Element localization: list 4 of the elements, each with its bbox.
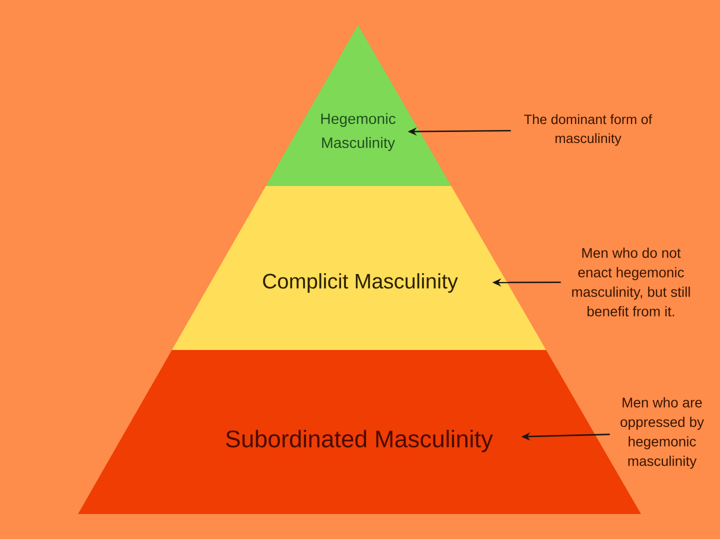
pyramid-tier: Complicit Masculinity [172,186,546,350]
annotation-text: Men who do not enact hegemonic masculinity, but still benefit from it. [572,248,690,316]
annotation-text: The dominant form of masculinity [524,114,652,146]
pyramid-tier: Hegemonic Masculinity [266,25,452,186]
